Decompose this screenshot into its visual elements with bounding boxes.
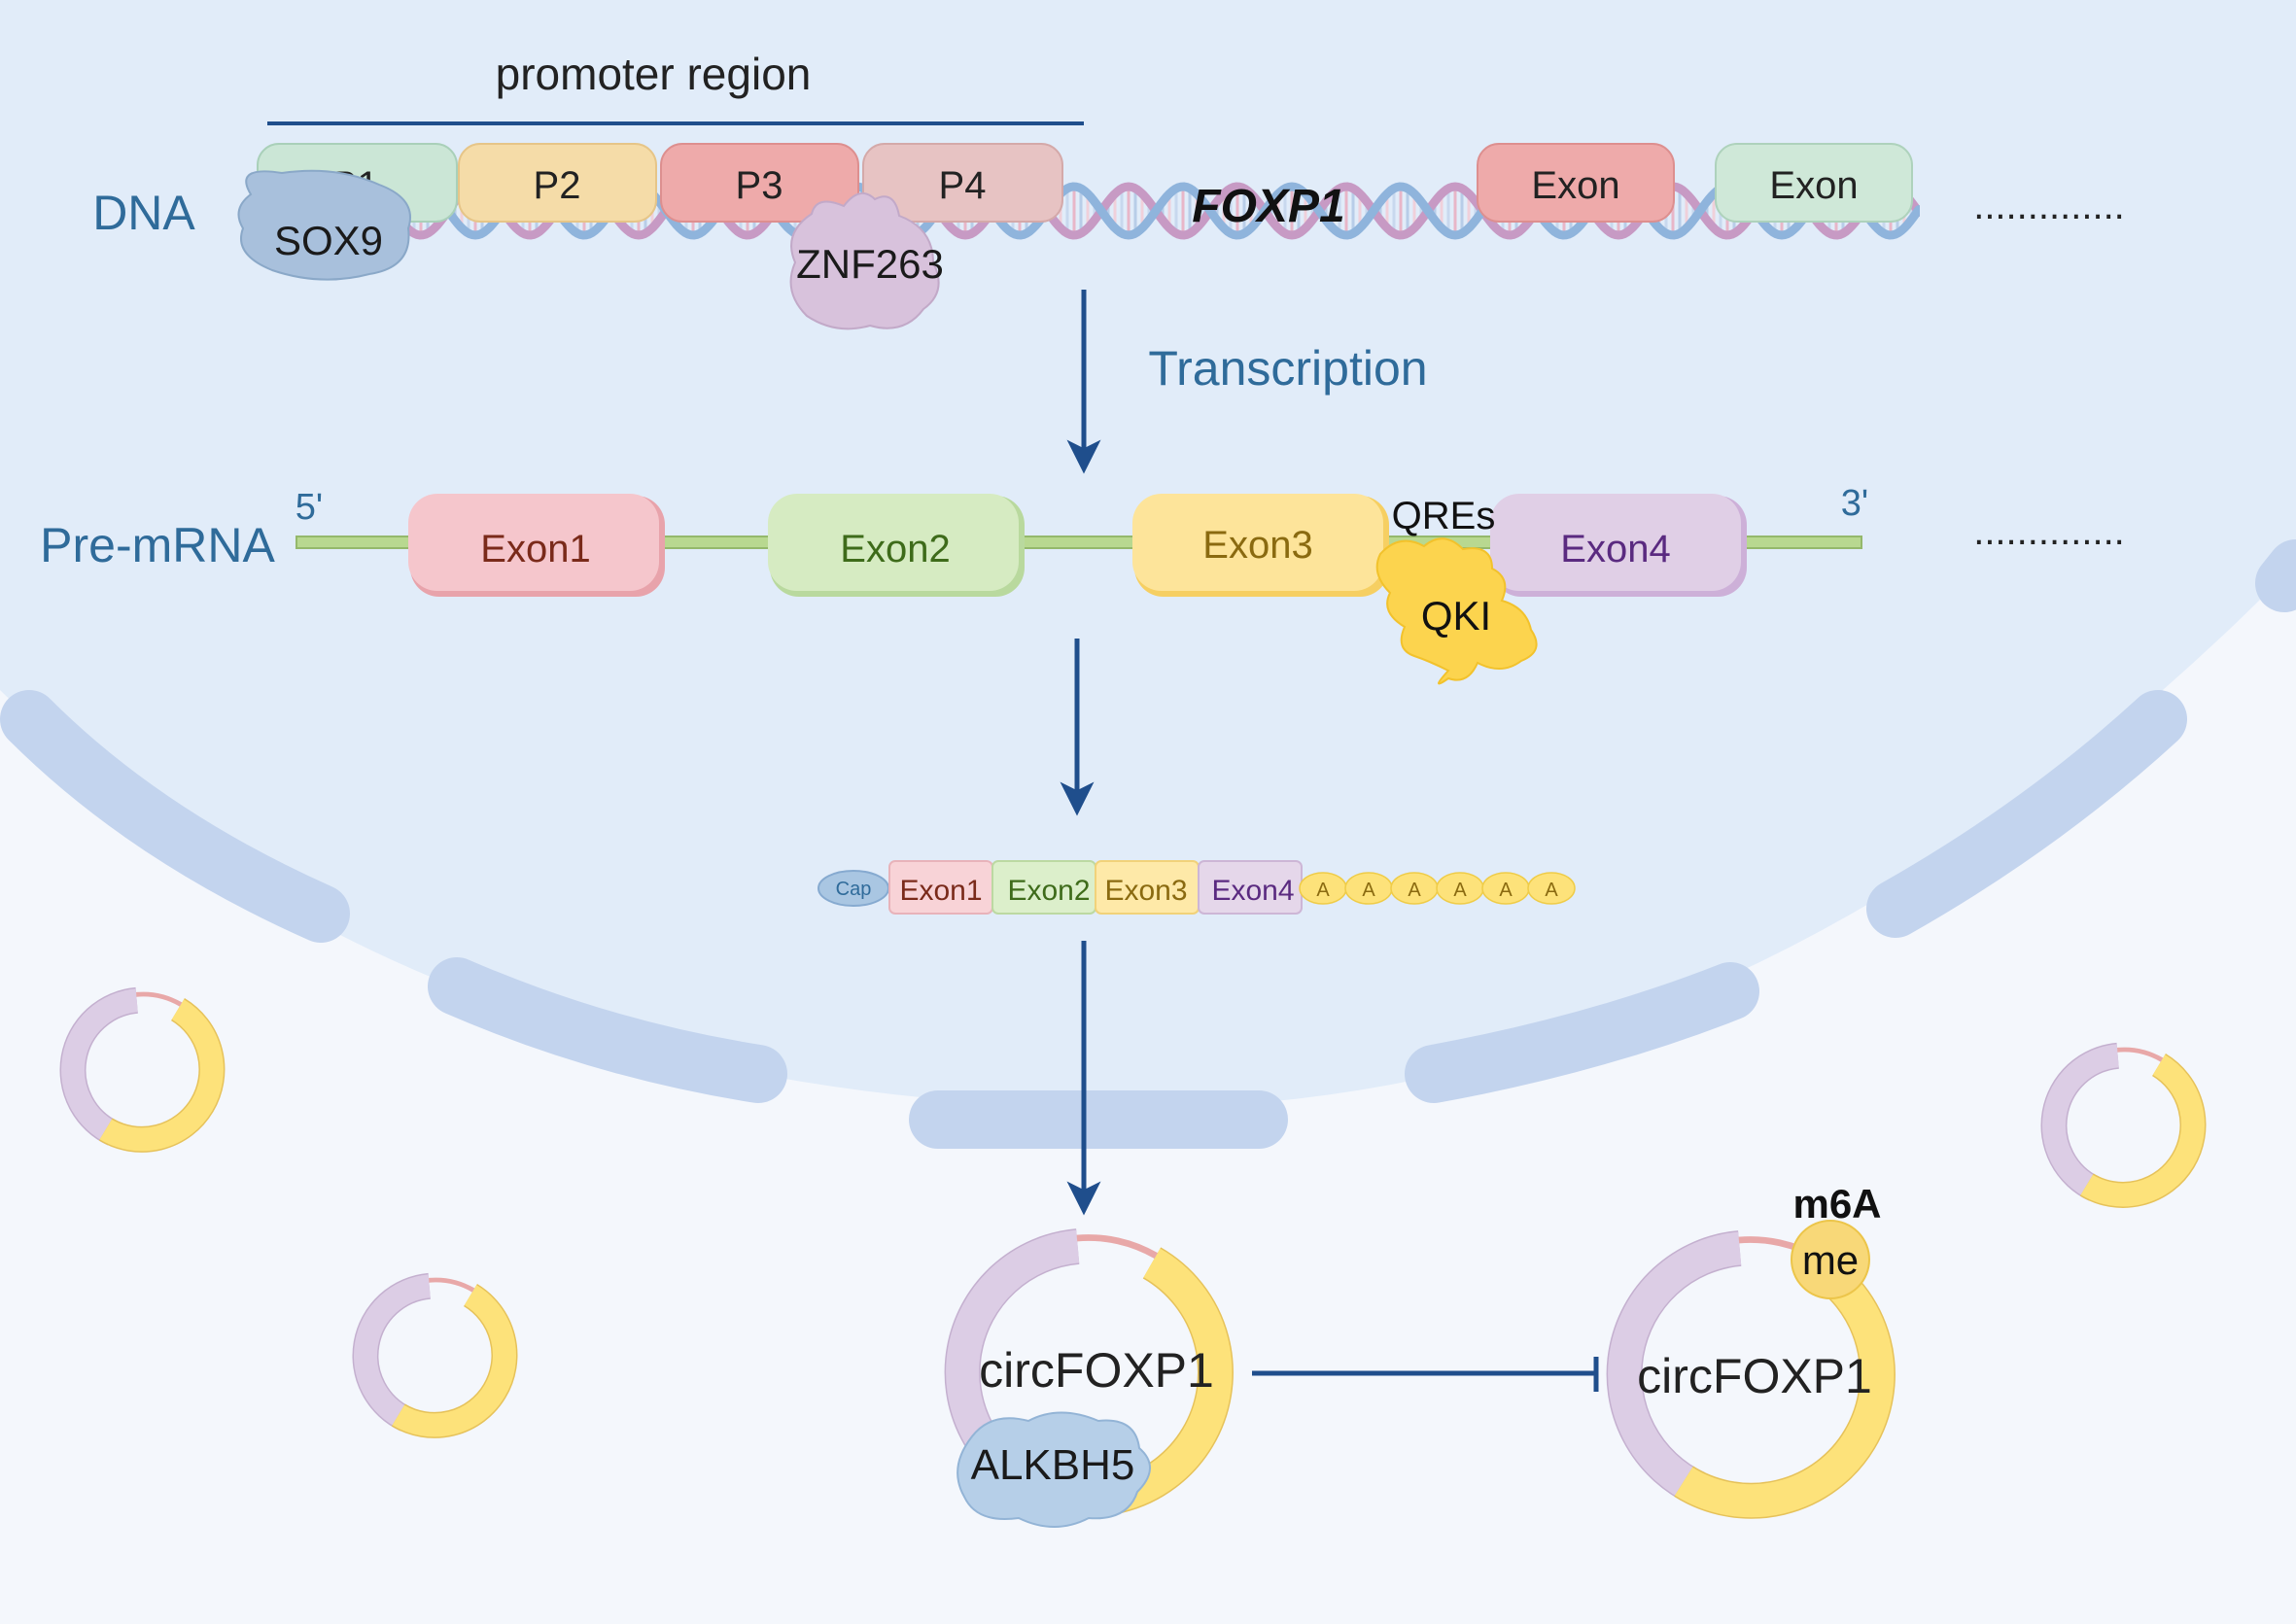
small-circrna (2040, 1042, 2207, 1208)
circfoxp1-right-label: circFOXP1 (1637, 1349, 1872, 1403)
pre-mrna-exon2-label: Exon2 (840, 528, 950, 570)
dna-ellipsis: .............. (1973, 185, 2125, 227)
pre-mrna-ellipsis: .............. (1973, 510, 2125, 553)
ring-segment-purple (2042, 1044, 2120, 1200)
mrna-cap: Cap (818, 870, 889, 907)
mrna-exon1: Exon1 (888, 860, 993, 915)
poly-a-letter: A (1316, 880, 1330, 901)
pre-mrna-exon1: Exon1 (408, 494, 665, 597)
pre-mrna-exon3-label: Exon3 (1202, 524, 1312, 567)
nuclear-envelope (0, 539, 2296, 1149)
transcription-label: Transcription (1148, 341, 1427, 396)
dna-label: DNA (92, 186, 195, 240)
dna-exon-1: Exon (1477, 143, 1675, 223)
promoter-region-label: promoter region (496, 49, 812, 99)
foxp1-gene-label: FOXP1 (1192, 181, 1344, 232)
methyl-group: me (1791, 1220, 1870, 1299)
promoter-p4: P4 (862, 143, 1063, 223)
mrna-exon4-label: Exon4 (1211, 875, 1294, 907)
promoter-p3-label: P3 (736, 164, 783, 207)
pre-mrna-exon4-label: Exon4 (1560, 528, 1670, 570)
mrna-exon4: Exon4 (1198, 860, 1303, 915)
dna-exon-1-label: Exon (1531, 164, 1619, 207)
qres-label: QREs (1392, 495, 1496, 537)
free-circrnas (59, 986, 2207, 1438)
small-circrna (352, 1272, 518, 1438)
pre-mrna-exon2: Exon2 (768, 494, 1025, 597)
mrna-exon3-label: Exon3 (1104, 875, 1187, 907)
poly-a-letter: A (1362, 880, 1375, 901)
me-label: me (1802, 1237, 1859, 1283)
ring-linker (135, 991, 183, 1007)
alkbh5-label: ALKBH5 (971, 1441, 1135, 1489)
ring-linker (428, 1277, 475, 1293)
ring-linker (1076, 1234, 1159, 1260)
znf263-label: ZNF263 (796, 241, 944, 287)
dna-exon-2: Exon (1715, 143, 1913, 223)
mrna-exon3: Exon3 (1095, 860, 1200, 915)
sox9-label: SOX9 (274, 218, 383, 263)
ring-segment-purple (354, 1274, 432, 1431)
ring-segment-purple (1608, 1231, 1742, 1504)
poly-a-letter: A (1499, 880, 1513, 901)
poly-a-letter: A (1408, 880, 1421, 901)
poly-a-letter: A (1453, 880, 1467, 901)
qki-protein: QKI (1375, 537, 1538, 685)
circfoxp1-left-label: circFOXP1 (979, 1343, 1214, 1398)
alkbh5-protein: ALKBH5 (957, 1411, 1151, 1528)
mrna-exon2-label: Exon2 (1007, 875, 1090, 907)
mrna-exon2: Exon2 (991, 860, 1096, 915)
znf263-protein: ZNF263 (789, 191, 944, 330)
promoter-p3: P3 (660, 143, 859, 223)
ring-segment-yellow (2080, 1054, 2205, 1207)
mrna-exon1-label: Exon1 (899, 875, 982, 907)
poly-a-letter: A (1545, 880, 1558, 901)
ring-linker (2116, 1047, 2164, 1062)
three-prime-label: 3' (1841, 483, 1868, 524)
pre-mrna-exon4: Exon4 (1490, 494, 1747, 597)
poly-a-bead (1527, 872, 1576, 905)
five-prime-label: 5' (296, 487, 323, 528)
cap-label: Cap (836, 879, 872, 900)
pre-mrna-exon1-label: Exon1 (480, 528, 590, 570)
promoter-p2: P2 (458, 143, 657, 223)
promoter-p4-label: P4 (939, 164, 987, 207)
qki-label: QKI (1421, 593, 1491, 639)
m6a-label: m6A (1792, 1181, 1881, 1227)
pre-mrna-exon3: Exon3 (1132, 494, 1389, 597)
promoter-p2-label: P2 (534, 164, 581, 207)
sox9-protein: SOX9 (237, 169, 411, 281)
inhibition-arrow (1252, 1357, 1599, 1392)
circfoxp1-right-ring (1606, 1230, 1896, 1519)
ring-segment-yellow (392, 1285, 516, 1437)
ring-segment-yellow (1675, 1250, 1895, 1518)
pre-mrna-strand (296, 536, 1862, 549)
small-circrna (59, 986, 226, 1153)
ring-segment-purple (61, 988, 139, 1145)
ring-segment-yellow (99, 999, 224, 1152)
pre-mrna-label: Pre-mRNA (40, 518, 275, 572)
dna-exon-2-label: Exon (1769, 164, 1858, 207)
